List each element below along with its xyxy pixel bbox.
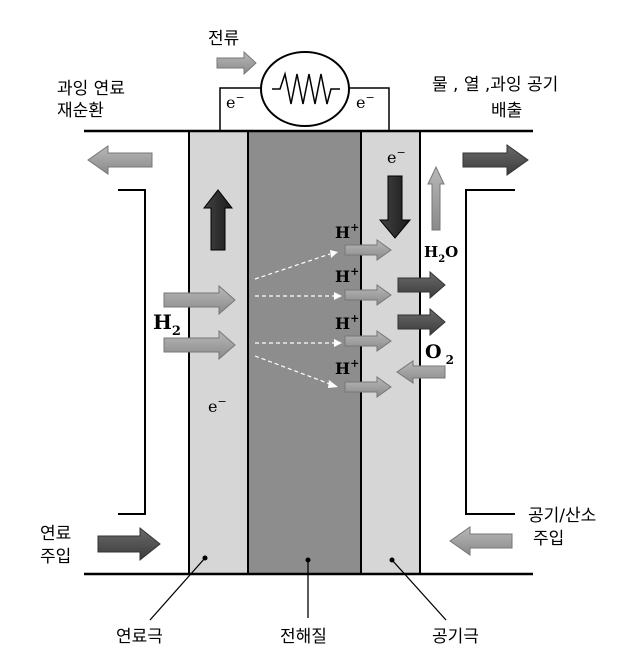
- air-input-label: 공기/산소: [528, 506, 596, 526]
- h-plus-arrow-4: [344, 376, 392, 398]
- exhaust-arrow: [462, 144, 529, 176]
- excess-fuel-label: 과잉 연료: [57, 79, 125, 99]
- current-label: 전류: [208, 29, 239, 49]
- h-plus-arrow-1: [344, 239, 392, 261]
- load-resistor-circle: [260, 51, 350, 127]
- electrolyte-label: 전해질: [280, 627, 327, 647]
- water-arrow-2: [397, 307, 446, 337]
- fuel-input-label-2: 주입: [40, 547, 71, 567]
- anode-label: 연료극: [116, 627, 163, 647]
- fuel-input-label: 연료: [40, 524, 71, 544]
- proton-paths: [254, 253, 336, 385]
- circuit-electron-right: e−: [356, 91, 375, 112]
- o2-arrow: [396, 360, 446, 384]
- cathode-down-arrow: [378, 175, 412, 239]
- anode-up-arrow: [202, 189, 234, 251]
- h-plus-arrow-2: [344, 284, 392, 306]
- fuel-input-arrow: [97, 526, 161, 562]
- proton-path-arrowheads: [328, 250, 342, 388]
- h-plus-label-4: H+: [335, 357, 359, 378]
- exhaust-label-2: 배출: [491, 101, 522, 121]
- h-plus-label-2: H+: [335, 265, 359, 286]
- h2-arrow-2: [163, 329, 236, 361]
- resistor-icon: [272, 71, 340, 105]
- cathode-electron-label: e−: [387, 146, 406, 167]
- h2-label: H2: [153, 310, 181, 339]
- h-plus-arrow-3: [344, 330, 392, 352]
- h-plus-label-3: H+: [335, 312, 359, 333]
- water-up-arrow: [427, 165, 445, 231]
- right-channel-wall: [465, 189, 515, 515]
- external-circuit-wire-right: [348, 87, 390, 131]
- exhaust-label: 물 , 열 ,과잉 공기: [432, 75, 558, 95]
- h-plus-label-1: H+: [335, 221, 359, 242]
- air-input-label-2: 주입: [533, 529, 564, 549]
- excess-fuel-label-2: 재순환: [57, 101, 104, 121]
- electrolyte-layer: [247, 130, 362, 575]
- h2-arrow-1: [163, 284, 236, 316]
- left-channel-wall: [118, 189, 146, 515]
- air-input-arrow: [449, 526, 513, 556]
- anode-callout-line: [149, 557, 206, 621]
- external-circuit-wire: [219, 87, 263, 131]
- anode-electron-label: e−: [208, 395, 227, 416]
- water-label: H2O: [424, 243, 458, 265]
- recirculation-arrow: [87, 145, 153, 175]
- water-arrow-1: [397, 270, 446, 300]
- current-arrow: [216, 50, 257, 76]
- cathode-callout-line: [391, 559, 447, 621]
- cathode-label: 공기극: [432, 627, 479, 647]
- circuit-electron-left: e−: [226, 91, 245, 112]
